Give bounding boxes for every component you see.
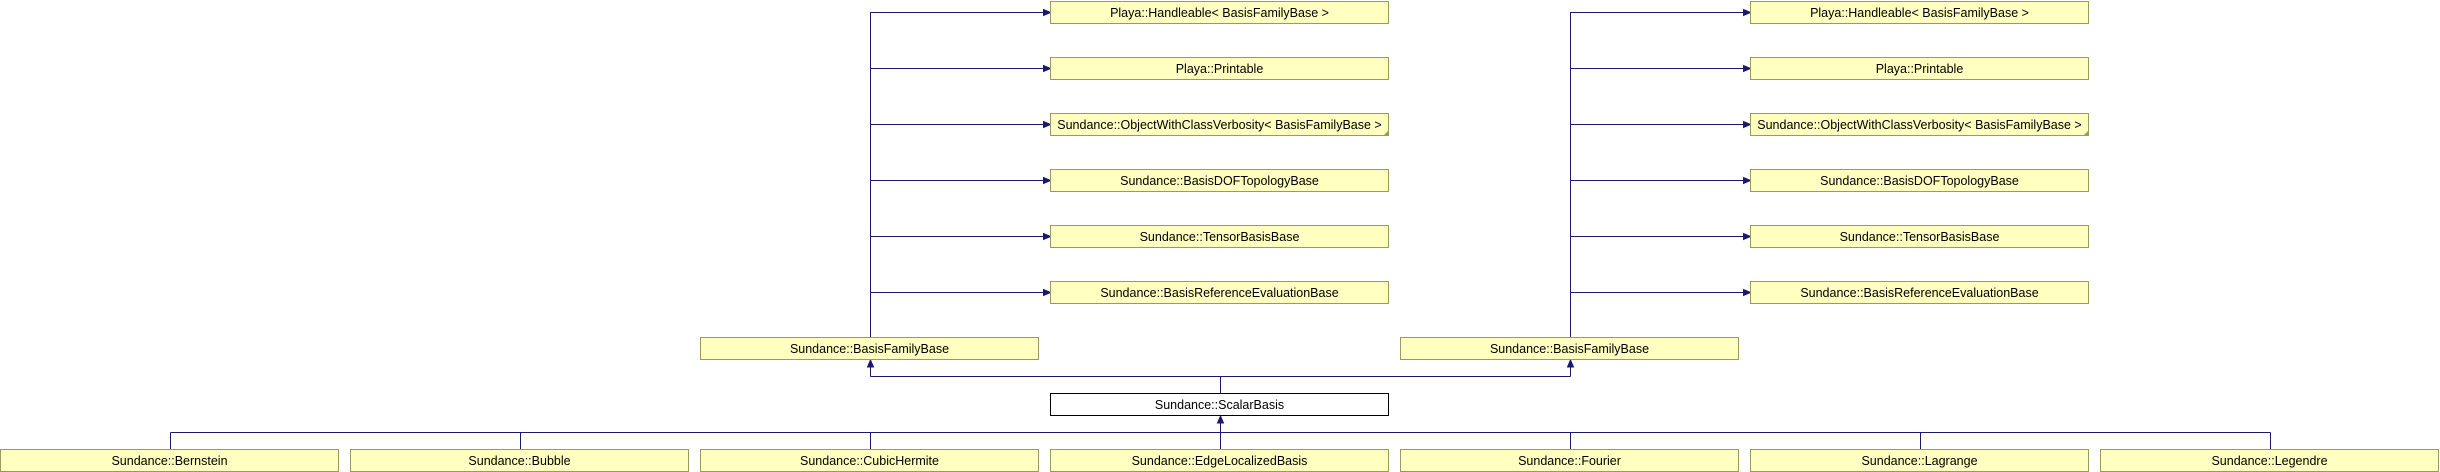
class-node-label: Sundance::Lagrange [1861, 454, 1977, 468]
template-fold-mark [2083, 130, 2089, 136]
class-node-edgelocalized[interactable]: Sundance::EdgeLocalizedBasis [1050, 449, 1389, 472]
class-node-handleable-r[interactable]: Playa::Handleable< BasisFamilyBase > [1750, 1, 2089, 24]
class-node-label: Sundance::TensorBasisBase [1140, 230, 1300, 244]
class-node-objverb-r[interactable]: Sundance::ObjectWithClassVerbosity< Basi… [1750, 113, 2089, 136]
class-node-box [1050, 57, 1389, 80]
inheritance-arrowhead [1743, 120, 1752, 129]
class-node-tensor-r[interactable]: Sundance::TensorBasisBase [1750, 225, 2089, 248]
class-node-refeval-r[interactable]: Sundance::BasisReferenceEvaluationBase [1750, 281, 2089, 304]
class-node-objverb-l[interactable]: Sundance::ObjectWithClassVerbosity< Basi… [1050, 113, 1389, 136]
class-node-box [1050, 393, 1389, 416]
class-node-box [1750, 57, 2089, 80]
class-node-label: Sundance::BasisFamilyBase [1490, 342, 1649, 356]
inheritance-arrowhead [1743, 288, 1752, 297]
class-node-printable-r[interactable]: Playa::Printable [1750, 57, 2089, 80]
class-node-label: Playa::Handleable< BasisFamilyBase > [1810, 6, 2029, 20]
class-node-label: Sundance::Bernstein [111, 454, 227, 468]
inheritance-arrowhead [1043, 120, 1052, 129]
class-node-bernstein[interactable]: Sundance::Bernstein [0, 449, 339, 472]
class-node-fourier[interactable]: Sundance::Fourier [1400, 449, 1739, 472]
class-node-doftopo-l[interactable]: Sundance::BasisDOFTopologyBase [1050, 169, 1389, 192]
class-node-box [1050, 169, 1389, 192]
class-node-label: Sundance::BasisFamilyBase [790, 342, 949, 356]
class-node-lagrange[interactable]: Sundance::Lagrange [1750, 449, 2089, 472]
class-node-bfb-l[interactable]: Sundance::BasisFamilyBase [700, 337, 1039, 360]
inheritance-arrowhead [1743, 232, 1752, 241]
inheritance-arrowhead [1743, 176, 1752, 185]
class-node-label: Sundance::ObjectWithClassVerbosity< Basi… [1057, 118, 1381, 132]
inheritance-arrowhead [1743, 8, 1752, 17]
inheritance-arrowhead [1043, 64, 1052, 73]
inheritance-edges [170, 8, 2271, 449]
class-node-box [1750, 169, 2089, 192]
class-node-refeval-l[interactable]: Sundance::BasisReferenceEvaluationBase [1050, 281, 1389, 304]
class-node-label: Sundance::BasisReferenceEvaluationBase [1800, 286, 2038, 300]
inheritance-arrowhead [1566, 358, 1575, 368]
class-node-label: Sundance::BasisDOFTopologyBase [1120, 174, 1319, 188]
class-node-box [1050, 113, 1389, 136]
class-node-bfb-r[interactable]: Sundance::BasisFamilyBase [1400, 337, 1739, 360]
inheritance-arrowhead [1043, 176, 1052, 185]
inheritance-arrowhead [1043, 232, 1052, 241]
inheritance-arrowhead [1743, 64, 1752, 73]
class-node-label: Playa::Printable [1876, 62, 1964, 76]
class-node-label: Sundance::Legendre [2211, 454, 2327, 468]
class-node-tensor-l[interactable]: Sundance::TensorBasisBase [1050, 225, 1389, 248]
class-node-box [1750, 1, 2089, 24]
class-node-label: Playa::Handleable< BasisFamilyBase > [1110, 6, 1329, 20]
class-node-label: Sundance::EdgeLocalizedBasis [1132, 454, 1308, 468]
template-fold-mark [1383, 130, 1389, 136]
class-node-label: Sundance::Bubble [468, 454, 570, 468]
class-node-box [1750, 225, 2089, 248]
inheritance-arrowhead [1043, 288, 1052, 297]
class-node-printable-l[interactable]: Playa::Printable [1050, 57, 1389, 80]
class-node-box [1400, 337, 1739, 360]
class-node-cubichermite[interactable]: Sundance::CubicHermite [700, 449, 1039, 472]
class-node-box [1050, 1, 1389, 24]
class-node-label: Playa::Printable [1176, 62, 1264, 76]
class-node-label: Sundance::ScalarBasis [1155, 398, 1284, 412]
class-node-legendre[interactable]: Sundance::Legendre [2100, 449, 2439, 472]
inheritance-arrowhead [1043, 8, 1052, 17]
inheritance-arrowhead [1216, 414, 1225, 424]
inheritance-arrowhead [866, 358, 875, 368]
class-node-handleable-l[interactable]: Playa::Handleable< BasisFamilyBase > [1050, 1, 1389, 24]
class-node-box [700, 337, 1039, 360]
class-node-label: Sundance::CubicHermite [800, 454, 939, 468]
class-node-label: Sundance::Fourier [1518, 454, 1621, 468]
class-node-scalar[interactable]: Sundance::ScalarBasis [1050, 393, 1389, 416]
class-node-box [1750, 113, 2089, 136]
class-node-label: Sundance::ObjectWithClassVerbosity< Basi… [1757, 118, 2081, 132]
class-node-box [1750, 281, 2089, 304]
class-node-box [1050, 225, 1389, 248]
class-node-box [1050, 281, 1389, 304]
class-node-doftopo-r[interactable]: Sundance::BasisDOFTopologyBase [1750, 169, 2089, 192]
class-node-label: Sundance::BasisReferenceEvaluationBase [1100, 286, 1338, 300]
class-node-bubble[interactable]: Sundance::Bubble [350, 449, 689, 472]
class-node-label: Sundance::TensorBasisBase [1840, 230, 2000, 244]
class-node-label: Sundance::BasisDOFTopologyBase [1820, 174, 2019, 188]
